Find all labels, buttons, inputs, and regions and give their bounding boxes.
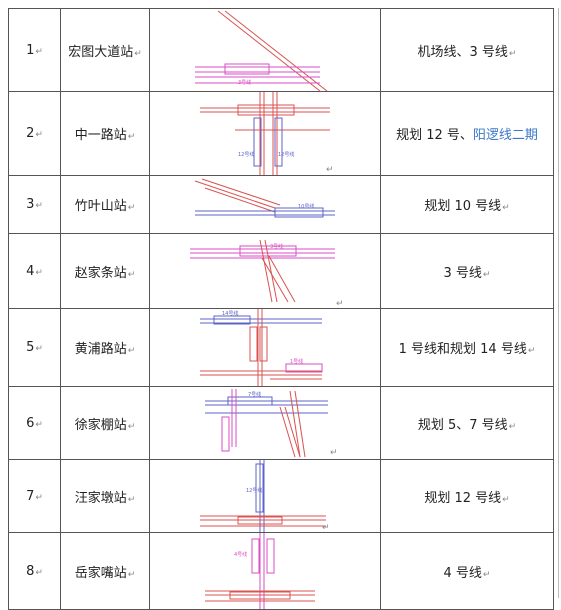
- line-label: 1号线: [290, 358, 303, 365]
- row-number: 7: [26, 488, 35, 504]
- station-name: 中一路站: [74, 128, 127, 143]
- line-label: 12号线: [238, 151, 254, 158]
- transfer-diagram: 7号线 ↵: [149, 386, 381, 460]
- station-name: 岳家嘴站: [74, 565, 127, 581]
- diagram-svg-1: 3号线: [195, 10, 328, 91]
- table-row: 2↵ 中一路站↵ 12号线 12号线 ↵ 规划 12 号、阳逻线二期: [8, 91, 554, 176]
- transfer-diagram: 3号线: [149, 8, 381, 92]
- table-row: 3↵ 竹叶山站↵ 10号线 规划 10 号线↵: [8, 175, 554, 234]
- transfer-lines: 规划 5、7 号线: [417, 417, 508, 433]
- diagram-svg-2: 12号线 12号线 ↵: [200, 92, 334, 175]
- svg-text:↵: ↵: [322, 523, 330, 532]
- diagram-svg-3: 10号线: [194, 178, 335, 218]
- line-label: 14号线: [222, 310, 238, 317]
- transfer-diagram: 12号线 12号线 ↵: [149, 91, 381, 176]
- row-number: 1: [26, 42, 35, 58]
- transfer-lines: 3 号线: [443, 265, 482, 281]
- line-label: 3号线: [238, 79, 251, 86]
- line-label: 4号线: [234, 551, 247, 558]
- row-number: 6: [26, 415, 35, 431]
- svg-text:↵: ↵: [330, 448, 338, 458]
- transfer-diagram: 10号线: [149, 175, 381, 234]
- station-name: 汪家墩站: [74, 490, 127, 506]
- table-row: 4↵ 赵家条站↵ 3号线 ↵ 3 号线↵: [8, 233, 554, 309]
- transfer-lines: 规划 10 号线: [424, 199, 502, 214]
- transfer-diagram: 3号线 ↵: [149, 233, 381, 309]
- line-label: 12号线: [278, 151, 294, 158]
- line-label: 3号线: [270, 243, 283, 250]
- table-row: 5↵ 黄浦路站↵ 14号线 1号线 1 号线和规划 14 号线↵: [8, 308, 554, 387]
- transfer-lines: 规划 12 号线: [424, 490, 502, 506]
- transfer-lines: 规划 12 号、: [396, 128, 473, 143]
- table-row: 6↵ 徐家棚站↵ 7号线 ↵ 规划 5、7: [8, 386, 554, 460]
- transfer-diagram: 14号线 1号线: [149, 308, 381, 387]
- station-name: 黄浦路站: [74, 342, 127, 357]
- diagram-svg-4: 3号线 ↵: [190, 239, 344, 308]
- row-number: 3: [26, 197, 35, 212]
- table-row: 7↵ 汪家墩站↵ 12号线 ↵ 规划 12 号线↵: [8, 459, 554, 533]
- row-number: 5: [26, 340, 35, 355]
- line-label: 12号线: [246, 487, 262, 494]
- transfer-lines: 4 号线: [443, 565, 482, 581]
- row-number: 2: [26, 126, 35, 141]
- diagram-svg-5: 14号线 1号线: [200, 309, 323, 386]
- transfer-diagram: 12号线 ↵: [149, 459, 381, 533]
- diagram-svg-8: 4号线: [205, 533, 315, 609]
- row-number: 4: [26, 263, 35, 279]
- station-table: 1↵ 宏图大道站↵ 3号线 机场线、3 号线↵ 2 ↵ 中一路站 ↵: [8, 8, 554, 610]
- station-name: 竹叶山站: [74, 199, 127, 214]
- diagram-svg-6: 7号线 ↵: [205, 389, 338, 458]
- page-margin-line: [558, 8, 559, 598]
- transfer-lines: 1 号线和规划 14 号线: [398, 342, 527, 357]
- transfer-lines: 机场线、3 号线: [417, 44, 508, 60]
- row-number: 8: [26, 563, 35, 579]
- line-label: 7号线: [248, 391, 261, 398]
- transfer-lines-extra: 阳逻线二期: [472, 128, 538, 143]
- station-name: 宏图大道站: [68, 44, 134, 60]
- svg-text:↵: ↵: [326, 165, 334, 175]
- line-label: 10号线: [298, 203, 314, 210]
- station-name: 赵家条站: [74, 265, 127, 281]
- diagram-svg-7: 12号线 ↵: [200, 460, 330, 532]
- table-row: 8↵ 岳家嘴站↵ 4号线 4 号线↵: [8, 532, 554, 610]
- station-name: 徐家棚站: [74, 417, 127, 433]
- svg-text:↵: ↵: [336, 299, 344, 308]
- transfer-diagram: 4号线: [149, 532, 381, 610]
- table-row: 1↵ 宏图大道站↵ 3号线 机场线、3 号线↵: [8, 8, 554, 92]
